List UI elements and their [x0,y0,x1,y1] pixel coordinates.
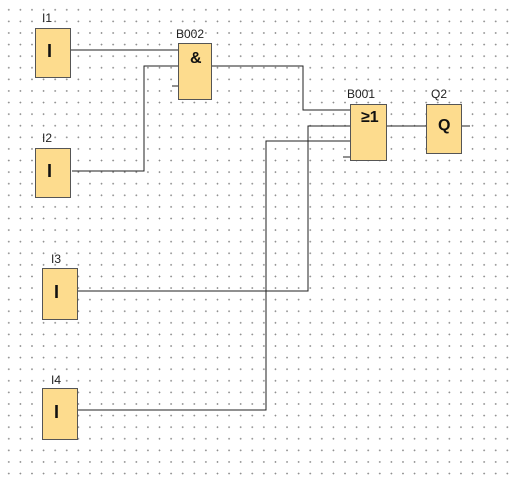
i2-label: I2 [42,131,53,145]
input-block-i3[interactable]: I [42,268,78,320]
input-block-i4[interactable]: I [42,388,78,440]
q2-label: Q2 [431,87,448,101]
wire-i4-to-b001 [78,140,350,411]
output-block-q2[interactable]: Q [426,104,462,154]
i3-symbol: I [54,282,60,302]
i3-label: I3 [51,252,62,266]
i1-symbol: I [47,41,53,61]
wire-i3-to-b001 [78,125,350,292]
b001-label: B001 [347,87,376,101]
i1-label: I1 [42,11,53,25]
and-symbol: & [190,50,202,67]
wire-b002-to-b001 [212,65,350,111]
and-block-b002[interactable]: & [178,43,212,100]
i4-label: I4 [51,373,62,387]
or-block-b001[interactable]: ≥1 [350,104,387,161]
input-block-i1[interactable]: I [35,28,71,78]
i2-symbol: I [47,161,53,181]
or-symbol: ≥1 [361,109,379,126]
i4-symbol: I [54,402,60,422]
b002-label: B002 [176,27,205,41]
wire-i2-to-b002 [72,65,178,172]
input-block-i2[interactable]: I [35,148,71,198]
q2-symbol: Q [438,117,451,134]
